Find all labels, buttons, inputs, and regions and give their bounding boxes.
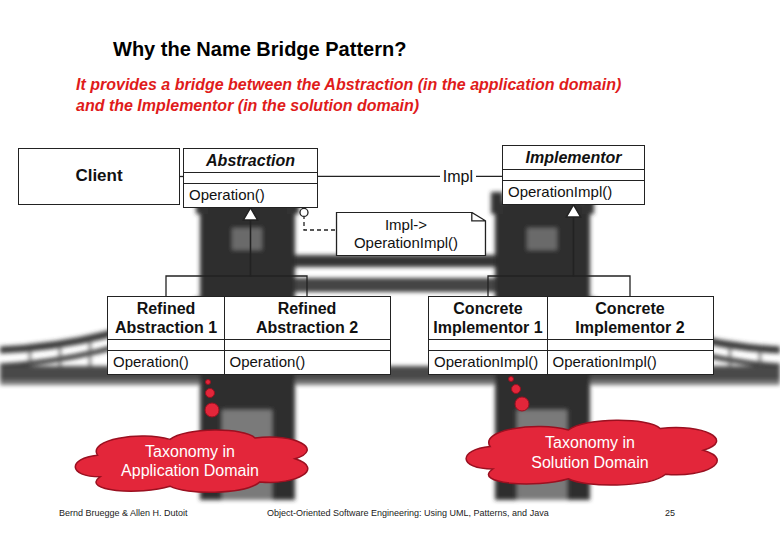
page-number: 25 bbox=[663, 508, 677, 518]
operation-compartment: OperationImpl() bbox=[548, 351, 713, 374]
class-header: Refined Abstraction 1 bbox=[108, 297, 224, 340]
footer-book: Object-Oriented Software Engineering: Us… bbox=[265, 508, 551, 518]
inheritance-arrowhead bbox=[244, 208, 258, 220]
attribute-compartment bbox=[548, 340, 713, 351]
class-name: Refined Abstraction 2 bbox=[251, 299, 363, 337]
text-holder: Taxonomy in Application Domain bbox=[65, 425, 315, 497]
abstract-class-box: AbstractionOperation() bbox=[183, 148, 318, 208]
connector-line bbox=[574, 205, 631, 296]
class-name: Concrete Implementor 2 bbox=[574, 299, 686, 337]
connector bbox=[488, 205, 581, 296]
thought-cloud: Taxonomy in Solution Domain bbox=[455, 415, 725, 490]
footer-authors: Bernd Bruegge & Allen H. Dutoit bbox=[57, 508, 190, 518]
inheritance-arrowhead bbox=[244, 208, 258, 220]
attribute-compartment bbox=[503, 170, 644, 181]
class-header: Concrete Implementor 1 bbox=[429, 297, 547, 340]
operation-anchor bbox=[300, 208, 308, 216]
operation-name: Operation() bbox=[113, 353, 189, 372]
class-box: Concrete Implementor 2 OperationImpl() bbox=[547, 296, 714, 375]
class-header: Implementor bbox=[503, 146, 644, 170]
slide-title: Why the Name Bridge Pattern? bbox=[113, 38, 406, 61]
connector-line bbox=[166, 208, 251, 296]
operation-name: OperationImpl() bbox=[434, 353, 538, 372]
cloud-outline bbox=[65, 425, 315, 497]
text-holder: Taxonomy in Solution Domain bbox=[455, 415, 725, 490]
operation-name: OperationImpl() bbox=[508, 183, 612, 202]
operation-compartment: OperationImpl() bbox=[429, 351, 547, 374]
text-holder: Client bbox=[19, 149, 179, 204]
operation-line: OperationImpl() bbox=[508, 183, 639, 202]
connector bbox=[300, 208, 335, 230]
note-box: Impl-> OperationImpl() bbox=[335, 212, 487, 256]
class-header: Concrete Implementor 2 bbox=[548, 297, 713, 340]
connector bbox=[244, 208, 308, 296]
operation-compartment: Operation() bbox=[108, 351, 224, 374]
connector bbox=[166, 208, 258, 296]
connector-line bbox=[304, 217, 335, 230]
attribute-compartment bbox=[108, 340, 224, 351]
class-name: Implementor bbox=[525, 148, 621, 167]
thought-cloud: Taxonomy in Application Domain bbox=[65, 425, 315, 497]
operation-line: Operation() bbox=[230, 353, 385, 372]
class-name: Abstraction bbox=[206, 151, 295, 170]
connector-line bbox=[488, 205, 574, 296]
connector-line bbox=[251, 208, 308, 296]
operation-line: Operation() bbox=[189, 186, 312, 205]
operation-name: Operation() bbox=[189, 186, 265, 205]
operation-compartment: OperationImpl() bbox=[503, 181, 644, 204]
subtitle: It provides a bridge between the Abstrac… bbox=[76, 75, 636, 117]
attribute-compartment bbox=[184, 173, 317, 184]
operation-line: OperationImpl() bbox=[553, 353, 708, 372]
abstract-class-box: ImplementorOperationImpl() bbox=[502, 145, 645, 205]
class-box: Refined Abstraction 1 Operation() bbox=[107, 296, 225, 375]
note-shape bbox=[337, 212, 486, 255]
inheritance-arrowhead bbox=[567, 205, 581, 217]
class-header: Refined Abstraction 2 bbox=[225, 297, 390, 340]
thought-dots bbox=[205, 377, 529, 418]
operation-compartment: Operation() bbox=[184, 184, 317, 207]
class-box: Concrete Implementor 1 OperationImpl() bbox=[428, 296, 548, 375]
connector bbox=[567, 205, 631, 296]
node-text: Taxonomy in Solution Domain bbox=[516, 433, 664, 471]
operation-name: OperationImpl() bbox=[553, 353, 657, 372]
operation-name: Operation() bbox=[230, 353, 306, 372]
cloud-shape bbox=[466, 420, 717, 485]
node-text: Taxonomy in Application Domain bbox=[116, 442, 264, 480]
class-name: Refined Abstraction 1 bbox=[112, 299, 220, 337]
cloud-shape bbox=[75, 430, 307, 492]
class-name: Concrete Implementor 1 bbox=[433, 299, 543, 337]
inheritance-arrowhead bbox=[567, 205, 581, 217]
class-box: Refined Abstraction 2 Operation() bbox=[224, 296, 391, 375]
operation-line: OperationImpl() bbox=[434, 353, 542, 372]
edge-label: Impl bbox=[440, 167, 476, 186]
node-text: Client bbox=[75, 166, 122, 186]
attribute-compartment bbox=[429, 340, 547, 351]
text-holder: Impl-> OperationImpl() bbox=[335, 212, 487, 256]
node-text: Impl-> OperationImpl() bbox=[344, 216, 469, 252]
class-box: Client bbox=[18, 148, 180, 205]
cloud-outline bbox=[455, 415, 725, 490]
operation-line: Operation() bbox=[113, 353, 219, 372]
class-header: Abstraction bbox=[184, 149, 317, 173]
operation-compartment: Operation() bbox=[225, 351, 390, 374]
attribute-compartment bbox=[225, 340, 390, 351]
